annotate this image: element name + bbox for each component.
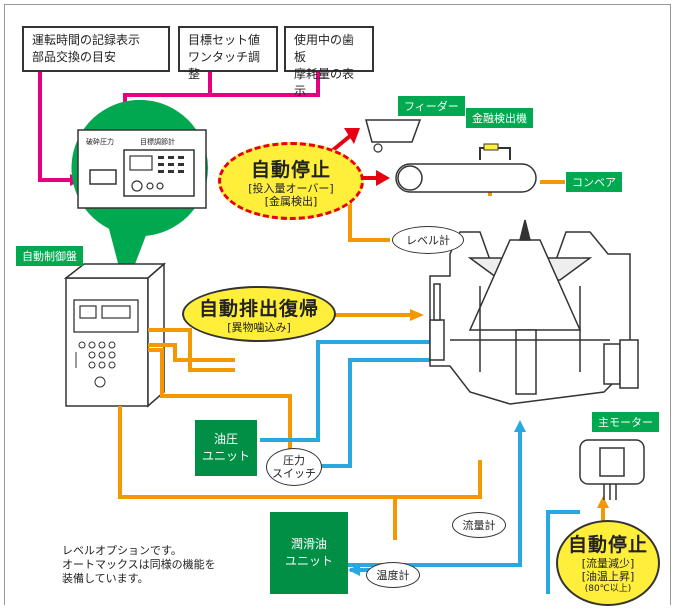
option-note-line-1: レベルオプションです。 <box>62 544 182 557</box>
auto-return-line-1: [異物噛込み] <box>227 321 291 334</box>
option-note-line-3: 装備しています。 <box>62 572 149 585</box>
pressure-switch-line-1: 圧力 <box>283 454 305 467</box>
flow-meter: 流量計 <box>452 512 506 538</box>
feeder-roller <box>373 143 383 153</box>
auto-stop-bottom-title: 自動停止 <box>567 534 648 556</box>
lube-unit: 潤滑油ユニット <box>270 512 348 594</box>
zoom-left-display <box>89 169 117 185</box>
cabinet-display-right <box>101 305 131 319</box>
callout-runtime: 運転時間の記録表示 部品交換の目安 <box>22 26 170 72</box>
cabinet-switches <box>75 341 116 388</box>
auto-stop-bottom-line-3: (80℃以上) <box>584 584 632 594</box>
label-conveyor: コンベア <box>566 172 622 192</box>
hydraulic-unit-line-1: 油圧 <box>213 432 238 446</box>
zoom-knob <box>131 180 143 192</box>
callout-runtime-line-1: 運転時間の記録表示 <box>32 33 141 47</box>
auto-return-title: 自動排出復帰 <box>198 298 319 320</box>
lube-unit-line-2: ユニット <box>284 554 333 568</box>
callout-wear-line-1: 使用中の歯板 <box>294 33 355 64</box>
auto-stop-bottom: 自動停止 [流量減少] [油温上昇] (80℃以上) <box>556 520 660 606</box>
orange-arrowheads <box>410 309 609 508</box>
label-main-motor: 主モーター <box>592 412 659 432</box>
temp-gauge: 温度計 <box>366 562 420 588</box>
zoom-dial-b <box>156 182 164 190</box>
lube-unit-line-1: 潤滑油 <box>290 537 327 551</box>
label-auto-panel: 自動制御盤 <box>16 246 83 266</box>
auto-stop-bottom-line-2: [油温上昇] <box>581 570 635 583</box>
blue-arrowheads <box>348 420 526 576</box>
auto-return: 自動排出復帰 [異物噛込み] <box>182 286 336 342</box>
main-motor <box>579 439 645 500</box>
auto-stop-top-title: 自動停止 <box>250 158 331 181</box>
label-metal-detector: 金融検出機 <box>466 108 533 128</box>
gauge-label-right: 目標調節計 <box>140 138 175 146</box>
callout-target-line-1: 目標セット値 <box>188 33 261 47</box>
feeder-hopper <box>365 119 422 143</box>
figure-frame <box>4 4 671 605</box>
pressure-switch: 圧力スイッチ <box>266 448 322 486</box>
callout-target-line-2: ワンタッチ調整 <box>188 50 261 81</box>
callout-runtime-line-2: 部品交換の目安 <box>32 50 117 64</box>
zoom-bubble-tail <box>108 225 150 290</box>
control-cabinet <box>65 277 149 407</box>
cabinet-display-left <box>79 305 97 319</box>
hydraulic-unit-line-2: ユニット <box>201 449 250 463</box>
callout-wear: 使用中の歯板 摩耗量の表示 <box>284 26 374 98</box>
auto-stop-top-line-2: [金属検出] <box>264 194 318 208</box>
orange-wiring <box>118 170 605 570</box>
hydraulic-unit: 油圧ユニット <box>195 420 257 476</box>
callout-target: 目標セット値 ワンタッチ調整 <box>178 26 278 81</box>
auto-stop-top-line-1: [投入量オーバー] <box>248 181 334 195</box>
metal-detector-head <box>483 143 499 151</box>
option-note-line-2: オートマックスは同様の機能を <box>62 558 216 571</box>
level-gauge: レベル計 <box>392 226 464 254</box>
cone-crusher <box>429 219 639 405</box>
label-feeder: フィーダー <box>398 96 465 116</box>
callout-wear-line-2: 摩耗量の表示 <box>294 67 355 98</box>
zoom-controller-screen <box>129 155 153 171</box>
conveyor-head-pulley <box>397 165 423 191</box>
conveyor-belt <box>395 163 537 193</box>
auto-stop-top: 自動停止 [投入量オーバー] [金属検出] <box>218 142 364 220</box>
pressure-switch-line-2: スイッチ <box>272 467 316 480</box>
auto-stop-bottom-line-1: [流量減少] <box>581 557 635 570</box>
option-note: レベルオプションです。 オートマックスは同様の機能を 装備しています。 <box>62 544 216 586</box>
zoom-leds <box>158 156 184 173</box>
gauge-label-left: 破砕圧力 <box>86 138 114 146</box>
zoom-dial-a <box>146 182 154 190</box>
